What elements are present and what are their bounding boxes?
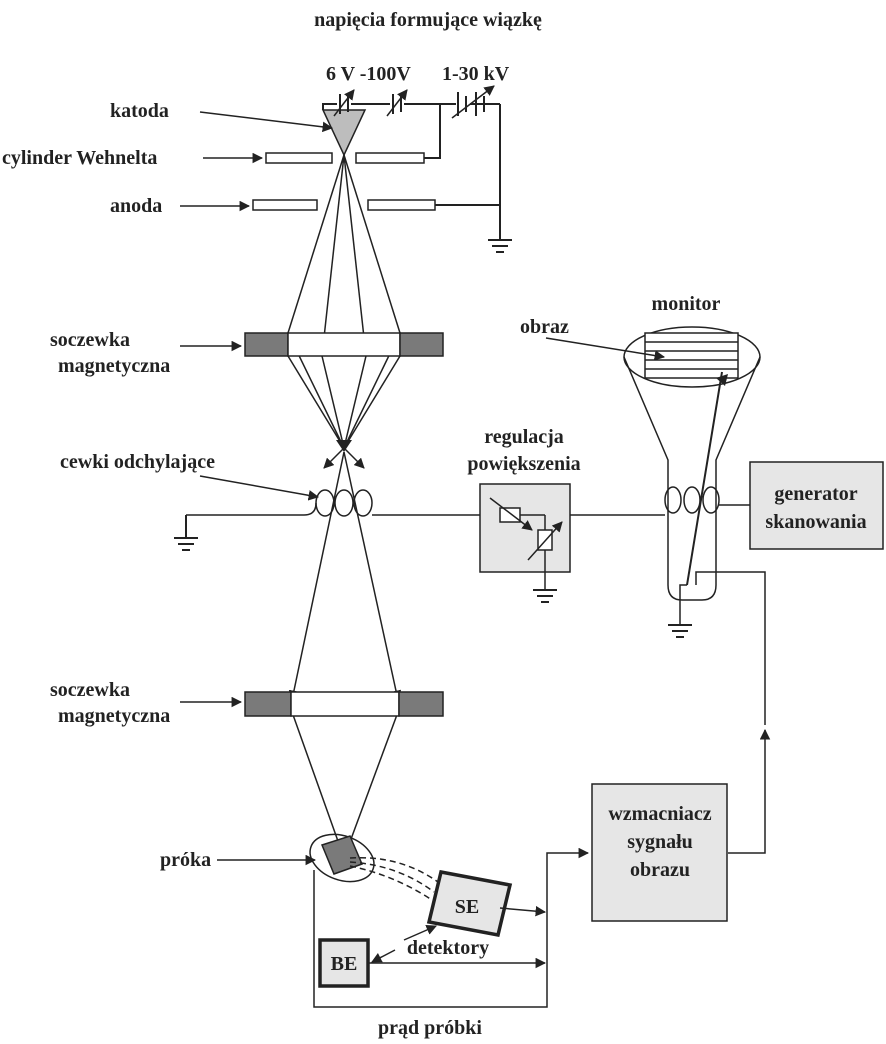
magnification-ground-icon xyxy=(533,589,557,603)
electron-gun xyxy=(252,85,512,253)
wehnelt-plate-left xyxy=(265,152,333,164)
cathode-shape xyxy=(321,109,367,157)
detectors-arrow-se xyxy=(403,924,437,941)
sample-holder xyxy=(309,833,439,901)
anode-label: anoda xyxy=(110,195,162,217)
be-detector xyxy=(318,938,370,988)
amplifier-label-line2: sygnału xyxy=(627,831,693,853)
ground-icon xyxy=(488,239,512,253)
deflection-coils-label: cewki odchylające xyxy=(60,451,215,473)
wehnelt-wire xyxy=(424,104,441,159)
monitor-ground-icon xyxy=(668,624,692,638)
image-label: obraz xyxy=(520,316,569,338)
cathode-arrow xyxy=(199,111,334,133)
lens2-label-line1: soczewka xyxy=(50,679,130,701)
wehnelt-plate-right xyxy=(355,152,425,164)
monitor-crt xyxy=(623,326,766,725)
cathode-label: katoda xyxy=(110,100,169,122)
anode-wire xyxy=(435,104,501,206)
detectors-label: detektory xyxy=(407,937,489,959)
magnification-label-line2: powiększenia xyxy=(467,453,580,475)
variable-source-2-icon xyxy=(386,89,408,117)
voltage-high-label: 1-30 kV xyxy=(442,63,510,85)
monitor-label: monitor xyxy=(652,293,721,315)
magnification-resistors-icon xyxy=(489,497,665,590)
high-voltage-source-icon xyxy=(451,85,495,119)
deflection-coils-icon xyxy=(186,489,480,517)
detectors-arrow-be xyxy=(371,949,396,963)
coil-ground-icon xyxy=(174,515,198,551)
scan-generator-box xyxy=(749,461,884,550)
anode-plate-left xyxy=(252,199,318,211)
lens1-label-line2: magnetyczna xyxy=(58,355,170,377)
signal-wiring xyxy=(313,728,771,1008)
wehnelt-label: cylinder Wehnelta xyxy=(2,147,157,169)
lens1-label-line1: soczewka xyxy=(50,329,130,351)
amplifier-label-line1: wzmacniacz xyxy=(608,803,711,825)
anode-plate-right xyxy=(367,199,436,211)
sample-specimen xyxy=(320,835,364,875)
image-arrow xyxy=(545,337,666,361)
variable-source-1-icon xyxy=(333,89,355,117)
amplifier-box xyxy=(591,783,728,922)
sample-label: próka xyxy=(160,849,211,871)
electron-beam xyxy=(282,154,406,859)
title-text: napięcia formujące wiązkę xyxy=(314,9,542,31)
generator-label-line1: generator xyxy=(774,483,857,505)
generator-label-line2: skanowania xyxy=(765,511,866,533)
voltage-low-label: 6 V -100V xyxy=(326,63,411,85)
se-detector xyxy=(426,869,513,938)
magnetic-lens-upper xyxy=(244,332,444,357)
magnification-label-line1: regulacja xyxy=(484,426,564,448)
magnetic-lens-lower xyxy=(244,691,444,717)
se-detector-label: SE xyxy=(455,896,479,918)
amplifier-label-line3: obrazu xyxy=(630,859,690,881)
cathode-wire-left xyxy=(322,103,337,110)
lens2-label-line2: magnetyczna xyxy=(58,705,170,727)
deflection-coils-arrow xyxy=(199,475,320,501)
be-detector-label: BE xyxy=(331,953,358,975)
sample-current-label: prąd próbki xyxy=(378,1017,482,1039)
crt-beam-line xyxy=(686,371,723,586)
